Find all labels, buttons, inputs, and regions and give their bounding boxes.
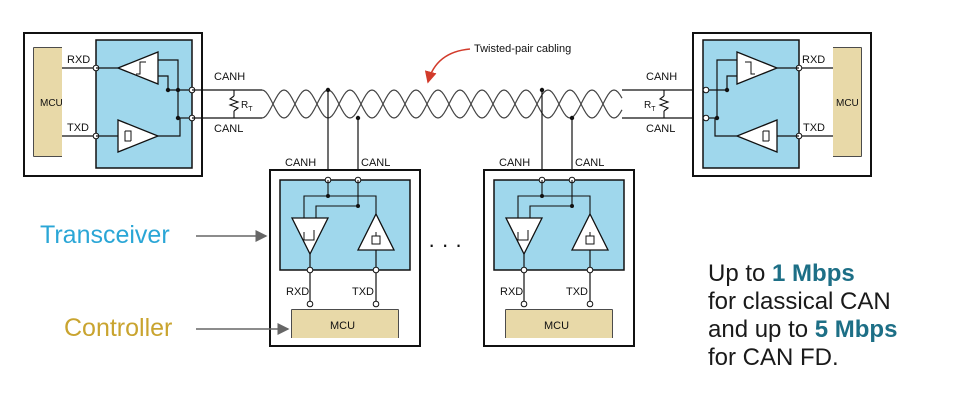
twisted-pair-cable: Twisted-pair cabling — [192, 43, 706, 178]
left-mcu — [34, 48, 62, 156]
mid2-canh-label: CANH — [499, 157, 530, 169]
mid2-mcu — [506, 310, 612, 338]
right-termination-resistor — [658, 95, 670, 112]
note-line-4: for CAN FD. — [708, 344, 839, 371]
mid2-rxd-label: RXD — [500, 286, 523, 298]
right-rxd-label: RXD — [802, 54, 825, 66]
note-line-1: Up to 1 Mbps — [708, 260, 855, 287]
transceiver-label: Transceiver — [40, 221, 170, 249]
cable-strand-b — [261, 89, 623, 119]
mid1-mcu — [292, 310, 398, 338]
mid2-mcu-label: MCU — [544, 320, 569, 332]
left-canh-label: CANH — [214, 71, 245, 83]
left-mcu-label: MCU — [40, 98, 63, 109]
note-line-3: and up to 5 Mbps — [708, 316, 898, 343]
mid1-canh-label: CANH — [285, 157, 316, 169]
controller-label: Controller — [64, 314, 173, 342]
left-rt-label: RT — [241, 100, 253, 113]
right-txd-label: TXD — [803, 122, 825, 134]
mid2-transceiver — [493, 179, 625, 271]
right-node: MCU RXD TXD CANH CANL RT — [644, 32, 872, 177]
mid2-canl-label: CANL — [575, 157, 604, 169]
note-classical-speed: 1 Mbps — [772, 260, 855, 287]
right-mcu-label: MCU — [836, 98, 859, 109]
right-rt-label: RT — [644, 100, 656, 113]
mid1-txd-label: TXD — [352, 286, 374, 298]
middle-node-1: CANH CANL RXD TXD MCU — [269, 157, 421, 347]
right-canh-label: CANH — [646, 71, 677, 83]
left-canl-label: CANL — [214, 123, 243, 135]
speed-note: Up to 1 Mbps for classical CAN and up to… — [708, 260, 897, 372]
note-fd-speed: 5 Mbps — [814, 316, 898, 343]
left-rxd-label: RXD — [67, 54, 90, 66]
left-receiver-icon — [116, 51, 159, 85]
middle-node-2: CANH CANL RXD TXD MCU — [483, 157, 635, 347]
more-nodes-ellipsis: · · · — [428, 232, 462, 257]
mid2-receiver-icon — [504, 217, 544, 256]
right-mcu — [833, 48, 861, 156]
cable-pointer-arrow — [424, 48, 471, 84]
note-line-2: for classical CAN — [708, 288, 891, 315]
mid1-rxd-label: RXD — [286, 286, 309, 298]
mid1-canl-label: CANL — [361, 157, 390, 169]
mid2-txd-label: TXD — [566, 286, 588, 298]
cable-strand-a — [261, 89, 623, 119]
left-node: MCU RXD TXD CANH CANL RT — [23, 32, 253, 177]
right-receiver-icon — [736, 51, 779, 85]
right-transceiver — [702, 39, 800, 169]
right-canl-label: CANL — [646, 123, 675, 135]
left-termination-resistor — [228, 95, 240, 112]
mid1-mcu-label: MCU — [330, 320, 355, 332]
left-txd-label: TXD — [67, 122, 89, 134]
cable-label: Twisted-pair cabling — [474, 43, 571, 55]
mid1-receiver-icon — [290, 217, 330, 256]
